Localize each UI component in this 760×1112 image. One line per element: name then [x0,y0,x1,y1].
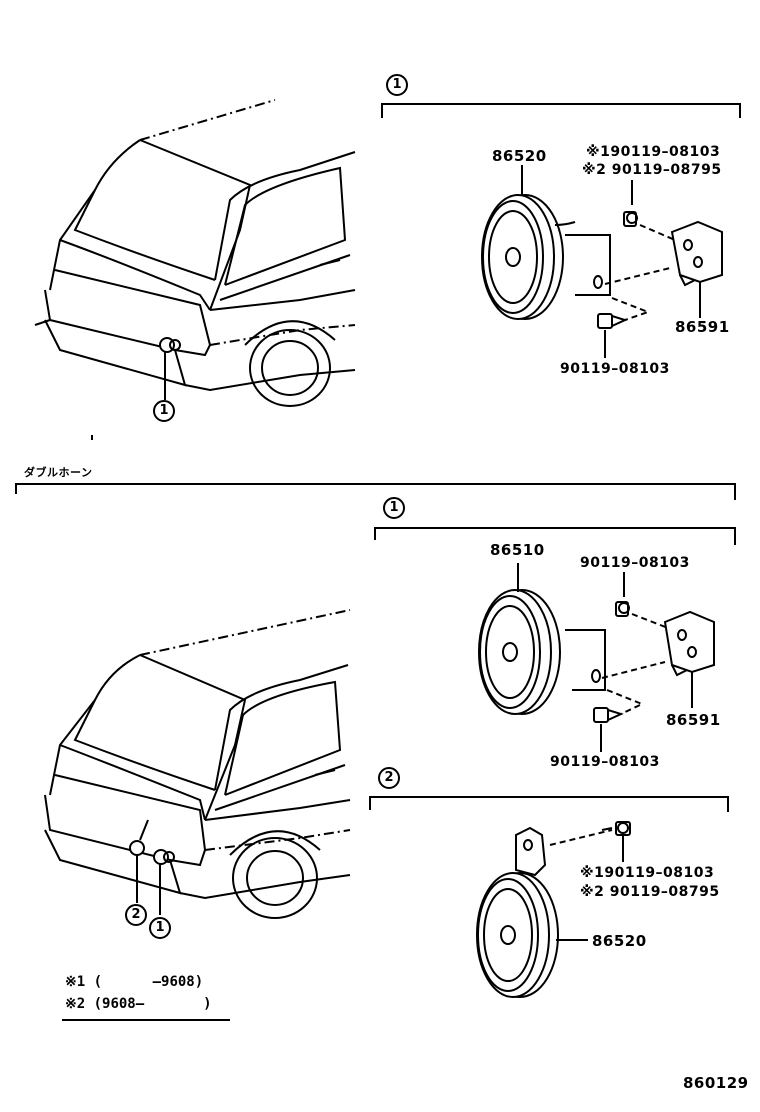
car-callout-1-double: 1 [149,917,171,939]
bolt-bottom-lower [593,661,666,752]
vehicle-top [34,99,356,440]
part-bolt-upper-double: 90119–08103 [580,555,690,571]
double-horn-heading: ダブルホーン [24,466,93,479]
part-86520-top: 86520 [492,147,547,165]
bracket-callout2 [369,796,729,812]
bolt-top-upper [623,180,676,241]
figure-code: 860129 [683,1074,749,1092]
bolt-note-2-second: ※2 90119–08795 [580,884,720,900]
bolt-bottom-upper [615,572,669,629]
car-callout-1-top: 1 [153,400,175,422]
callout-2-double: 2 [378,767,400,789]
part-86591-double: 86591 [666,711,721,729]
horn-86520-second [476,826,588,998]
bracket-86591-top [670,220,723,318]
part-bolt-lower-top: 90119–08103 [560,361,670,377]
callout-1-double: 1 [383,497,405,519]
horn-86520-top [481,165,611,320]
bracket-callout1 [374,527,736,545]
bolt-note-2-top: ※2 90119–08795 [582,162,722,178]
part-86520-second: 86520 [592,932,647,950]
horn-86510 [478,563,606,715]
car-callout-2: 2 [125,904,147,926]
vehicle-bottom [44,609,351,919]
bolt-note-1-second: ※190119–08103 [580,865,715,881]
part-86591-top: 86591 [675,318,730,336]
bolt-note-1-top: ※190119–08103 [586,144,721,160]
bolt-second [549,821,631,862]
bracket-86591-bottom [663,610,715,708]
bracket-top [381,103,741,118]
part-bolt-lower-double: 90119–08103 [550,754,660,770]
callout-1-top: 1 [386,74,408,96]
bolt-top-lower [597,267,671,358]
legend-line-2: ※2 (9608– ) [65,996,212,1012]
legend-line-1: ※1 ( –9608) [65,974,204,990]
bracket-double [15,483,736,500]
part-86510: 86510 [490,541,545,559]
